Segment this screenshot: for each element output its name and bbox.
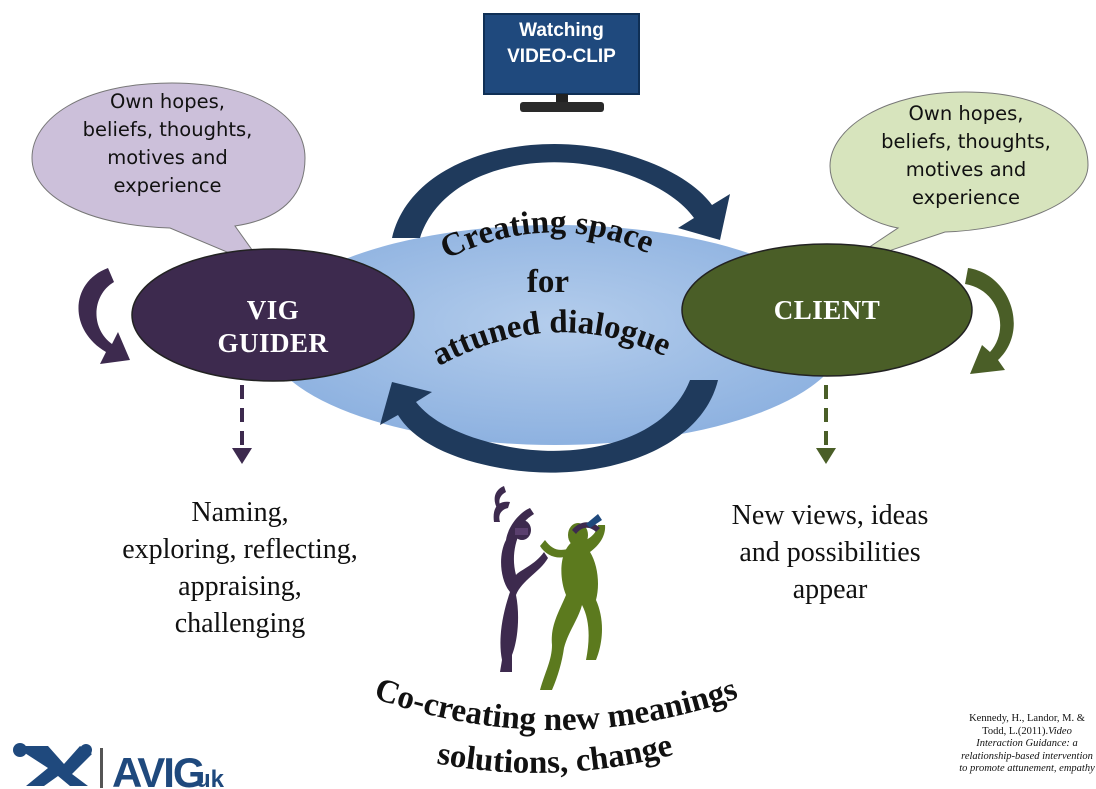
guider-actions-line: exploring, reflecting, (122, 534, 358, 565)
citation: Kennedy, H., Landor, M. & Todd, L.(2011)… (952, 713, 1096, 776)
monitor-line2: VIDEO-CLIP (507, 46, 616, 67)
right-bubble-line: motives and (905, 158, 1027, 181)
guider-actions-line: Naming, (191, 497, 289, 528)
client-outcomes-line: appear (792, 574, 868, 605)
citation-line: to promote attunement, empathy (959, 763, 1095, 774)
right-bubble-line: beliefs, thoughts, (881, 130, 1051, 153)
guider-actions-line: appraising, (178, 571, 302, 602)
right-speech-bubble (829, 91, 1089, 269)
left-bubble-line: motives and (107, 146, 228, 169)
avig-logo: AVIG uk (13, 743, 225, 789)
right-bubble-text: Own hopes, beliefs, thoughts, motives an… (852, 100, 1080, 212)
guider-label: VIG GUIDER (173, 294, 373, 360)
left-bubble-line: beliefs, thoughts, (82, 118, 253, 141)
guider-ellipse (131, 248, 415, 382)
right-bubble-line: Own hopes, (908, 102, 1024, 125)
guider-actions-line: challenging (174, 608, 306, 639)
guider-loop-arrow (78, 268, 130, 364)
guider-label-line2: GUIDER (217, 328, 329, 358)
client-outcomes-line: New views, ideas (731, 500, 929, 531)
monitor-caption: Watching VIDEO-CLIP (484, 18, 639, 70)
right-bubble-line: experience (911, 186, 1021, 209)
client-outcomes-text: New views, ideas and possibilities appea… (690, 497, 970, 608)
client-outcomes-line: and possibilities (739, 537, 921, 568)
caption-line1: Co-creating new meanings (370, 671, 741, 738)
client-ellipse (681, 243, 973, 377)
citation-line: Todd, L.(2011).Video (952, 726, 1096, 739)
left-speech-bubble (31, 82, 306, 270)
client-label: CLIENT (773, 295, 881, 325)
top-cycle-arrow (392, 143, 730, 240)
citation-part: Todd, L.(2011). (982, 725, 1049, 737)
center-text-line2: for (527, 264, 569, 300)
guider-label-line1: VIG (246, 295, 300, 325)
bottom-cycle-arrow (380, 380, 718, 473)
logo-suffix: uk (196, 766, 225, 789)
guider-down-arrow (232, 385, 252, 464)
citation-line: Kennedy, H., Landor, M. & (969, 713, 1085, 724)
client-down-arrow (816, 385, 836, 464)
left-bubble-line: experience (113, 174, 222, 197)
left-bubble-line: Own hopes, (110, 90, 225, 113)
monitor-icon (483, 13, 640, 112)
client-loop-arrow (965, 268, 1014, 374)
citation-part: Video (1048, 725, 1072, 737)
monitor-line1: Watching (519, 20, 604, 41)
left-bubble-text: Own hopes, beliefs, thoughts, motives an… (50, 88, 285, 200)
dancing-figures-icon (493, 486, 606, 690)
citation-line: relationship-based intervention (961, 750, 1093, 762)
citation-line: Interaction Guidance: a (976, 738, 1078, 749)
guider-actions-text: Naming, exploring, reflecting, appraisin… (100, 494, 380, 642)
logo-text: AVIG (112, 749, 204, 789)
